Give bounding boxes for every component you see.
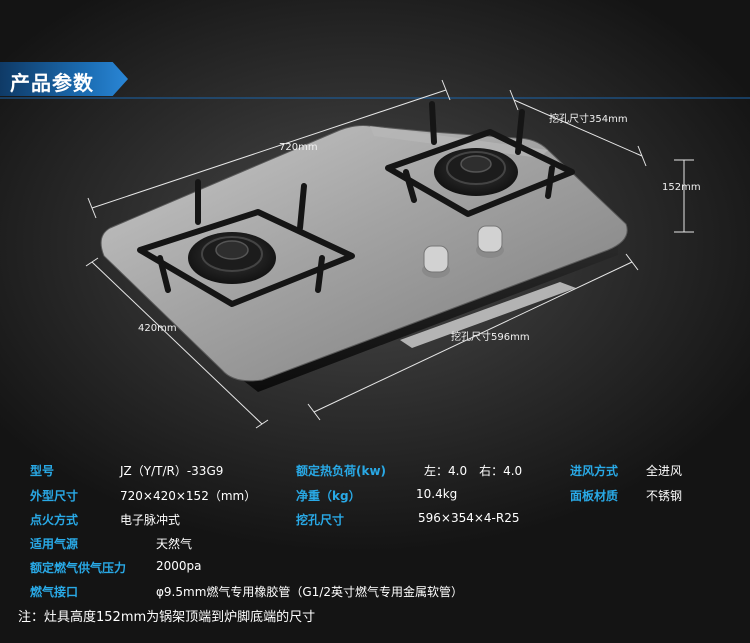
- dimension-depth-label: 420mm: [138, 323, 177, 334]
- left-burner: [137, 179, 355, 307]
- dimension-cutout-depth-label: 挖孔尺寸354mm: [549, 114, 628, 125]
- spec-table: 型号 JZ（Y/T/R）-33G9 外型尺寸 720×420×152（mm） 点…: [0, 458, 750, 643]
- spec-model-label: 型号: [30, 464, 55, 478]
- header-tab: [0, 62, 128, 96]
- dimension-cutout-width-label: 挖孔尺寸596mm: [451, 332, 530, 343]
- header-divider: [0, 97, 750, 99]
- spec-air-label: 进风方式: [570, 464, 619, 478]
- spec-panel-label: 面板材质: [570, 489, 619, 503]
- spec-interface-value: φ9.5mm燃气专用橡胶管（G1/2英寸燃气专用金属软管）: [156, 585, 463, 599]
- spec-panel-value: 不锈钢: [646, 489, 683, 503]
- spec-pressure-value: 2000pa: [156, 559, 202, 573]
- dimension-lines: [85, 79, 694, 429]
- spec-heat-value: 左：4.0 右：4.0: [424, 464, 523, 478]
- spec-pressure-label: 额定燃气供气压力: [30, 561, 127, 575]
- spec-heat-label: 额定热负荷(kw): [296, 464, 387, 478]
- spec-cutout-value: 596×354×4-R25: [418, 511, 520, 525]
- spec-weight-label: 净重（kg）: [296, 489, 361, 503]
- footnote: 注：灶具高度152mm为锅架顶端到炉脚底端的尺寸: [18, 610, 316, 625]
- right-burner: [385, 101, 575, 217]
- spec-size-value: 720×420×152（mm）: [120, 489, 257, 503]
- page-title: 产品参数: [10, 71, 94, 95]
- spec-size-label: 外型尺寸: [30, 489, 79, 503]
- product-illustration: [85, 79, 694, 429]
- spec-model-value: JZ（Y/T/R）-33G9: [120, 464, 224, 478]
- dimension-width-label: 720mm: [279, 142, 318, 153]
- control-knobs: [422, 225, 504, 278]
- spec-cutout-label: 挖孔尺寸: [296, 513, 345, 527]
- spec-ignition-value: 电子脉冲式: [120, 513, 181, 527]
- spec-air-value: 全进风: [646, 464, 683, 478]
- spec-interface-label: 燃气接口: [30, 585, 79, 599]
- spec-gas-label: 适用气源: [30, 537, 79, 551]
- spec-weight-value: 10.4kg: [416, 487, 458, 501]
- spec-gas-value: 天然气: [156, 537, 193, 551]
- dimension-height-label: 152mm: [662, 182, 701, 193]
- spec-ignition-label: 点火方式: [30, 513, 79, 527]
